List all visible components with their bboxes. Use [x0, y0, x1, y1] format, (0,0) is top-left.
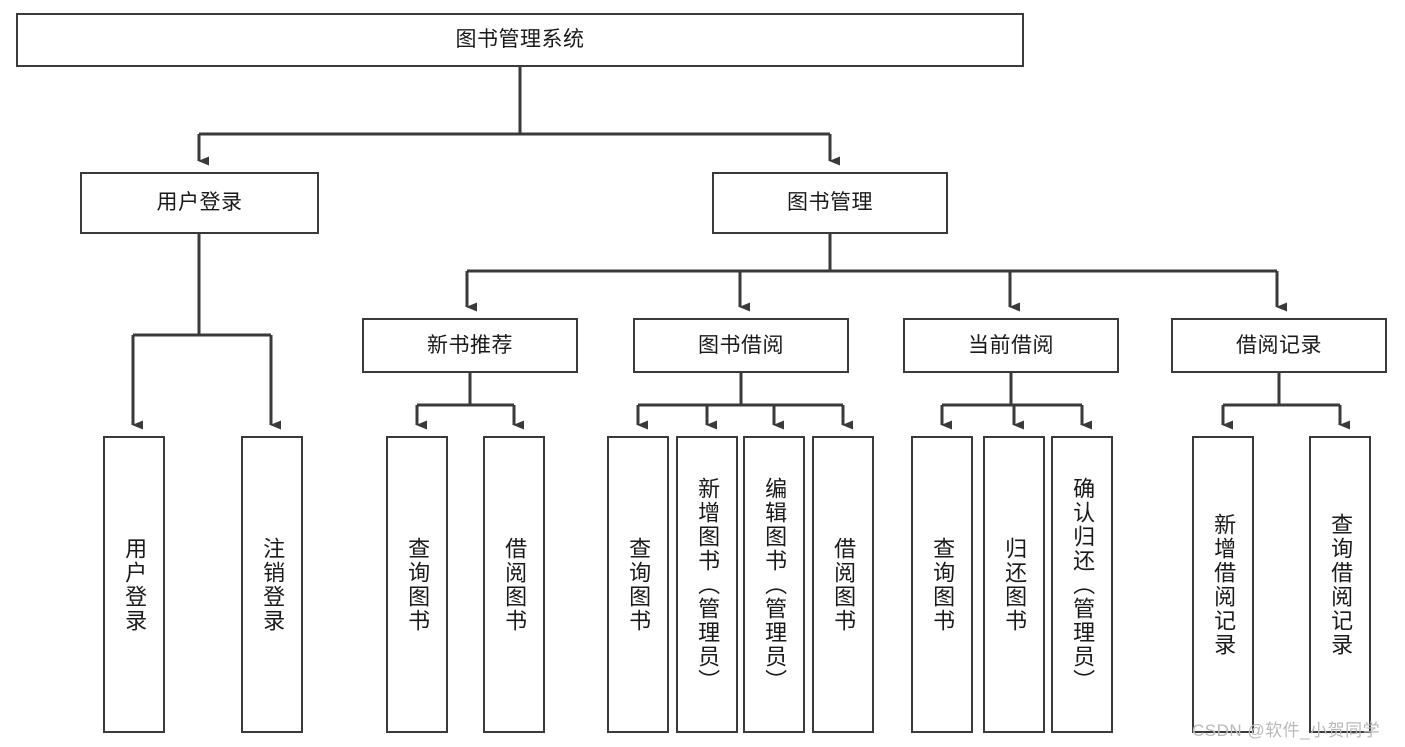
node-level1-用户登录[interactable]: 用户登录: [80, 172, 319, 234]
node-leaf-current-borrow-1-label: 归还图书: [1002, 536, 1028, 633]
node-level1-用户登录-label: 用户登录: [156, 191, 243, 215]
node-leaf-book-borrow-3[interactable]: 借阅图书: [812, 436, 874, 733]
node-leaf-new-book-recommend-0[interactable]: 查询图书: [386, 436, 448, 733]
node-root-图书管理系统-label: 图书管理系统: [455, 28, 585, 52]
node-leaf-user-login-1[interactable]: 注销登录: [241, 436, 303, 733]
node-level2-当前借阅[interactable]: 当前借阅: [903, 318, 1119, 373]
node-leaf-book-borrow-3-label: 借阅图书: [831, 536, 857, 633]
csdn-watermark: CSDN @软件_小贺同学: [1192, 721, 1381, 740]
node-leaf-borrow-record-0-label: 新增借阅记录: [1211, 512, 1237, 657]
node-leaf-book-borrow-1[interactable]: 新增图书（管理员）: [676, 436, 738, 733]
node-leaf-current-borrow-2-label: 确认归还（管理员）: [1070, 476, 1096, 693]
node-leaf-user-login-1-label: 注销登录: [260, 536, 286, 633]
node-leaf-current-borrow-0-label: 查询图书: [930, 536, 956, 633]
node-leaf-borrow-record-1[interactable]: 查询借阅记录: [1309, 436, 1371, 733]
node-leaf-current-borrow-2[interactable]: 确认归还（管理员）: [1051, 436, 1113, 733]
node-leaf-book-borrow-1-label: 新增图书（管理员）: [695, 476, 721, 693]
node-root-图书管理系统[interactable]: 图书管理系统: [16, 13, 1024, 67]
node-leaf-book-borrow-2[interactable]: 编辑图书（管理员）: [743, 436, 805, 733]
node-leaf-book-borrow-0[interactable]: 查询图书: [607, 436, 669, 733]
node-level1-图书管理-label: 图书管理: [787, 191, 873, 215]
node-level2-新书推荐-label: 新书推荐: [427, 333, 513, 357]
node-leaf-book-borrow-2-label: 编辑图书（管理员）: [762, 476, 788, 693]
node-leaf-user-login-0[interactable]: 用户登录: [103, 436, 165, 733]
node-level2-当前借阅-label: 当前借阅: [968, 333, 1054, 357]
node-level2-图书借阅[interactable]: 图书借阅: [633, 318, 849, 373]
node-leaf-new-book-recommend-1[interactable]: 借阅图书: [483, 436, 545, 733]
node-leaf-user-login-0-label: 用户登录: [122, 536, 148, 633]
node-level2-新书推荐[interactable]: 新书推荐: [362, 318, 578, 373]
node-level2-借阅记录[interactable]: 借阅记录: [1171, 318, 1387, 373]
node-leaf-current-borrow-0[interactable]: 查询图书: [911, 436, 973, 733]
node-level2-借阅记录-label: 借阅记录: [1236, 333, 1322, 357]
node-level2-图书借阅-label: 图书借阅: [698, 333, 784, 357]
node-leaf-borrow-record-1-label: 查询借阅记录: [1328, 512, 1354, 657]
node-leaf-new-book-recommend-0-label: 查询图书: [405, 536, 431, 633]
node-leaf-new-book-recommend-1-label: 借阅图书: [502, 536, 528, 633]
node-leaf-borrow-record-0[interactable]: 新增借阅记录: [1192, 436, 1254, 733]
node-level1-图书管理[interactable]: 图书管理: [712, 172, 948, 234]
node-leaf-current-borrow-1[interactable]: 归还图书: [983, 436, 1045, 733]
node-leaf-book-borrow-0-label: 查询图书: [626, 536, 652, 633]
